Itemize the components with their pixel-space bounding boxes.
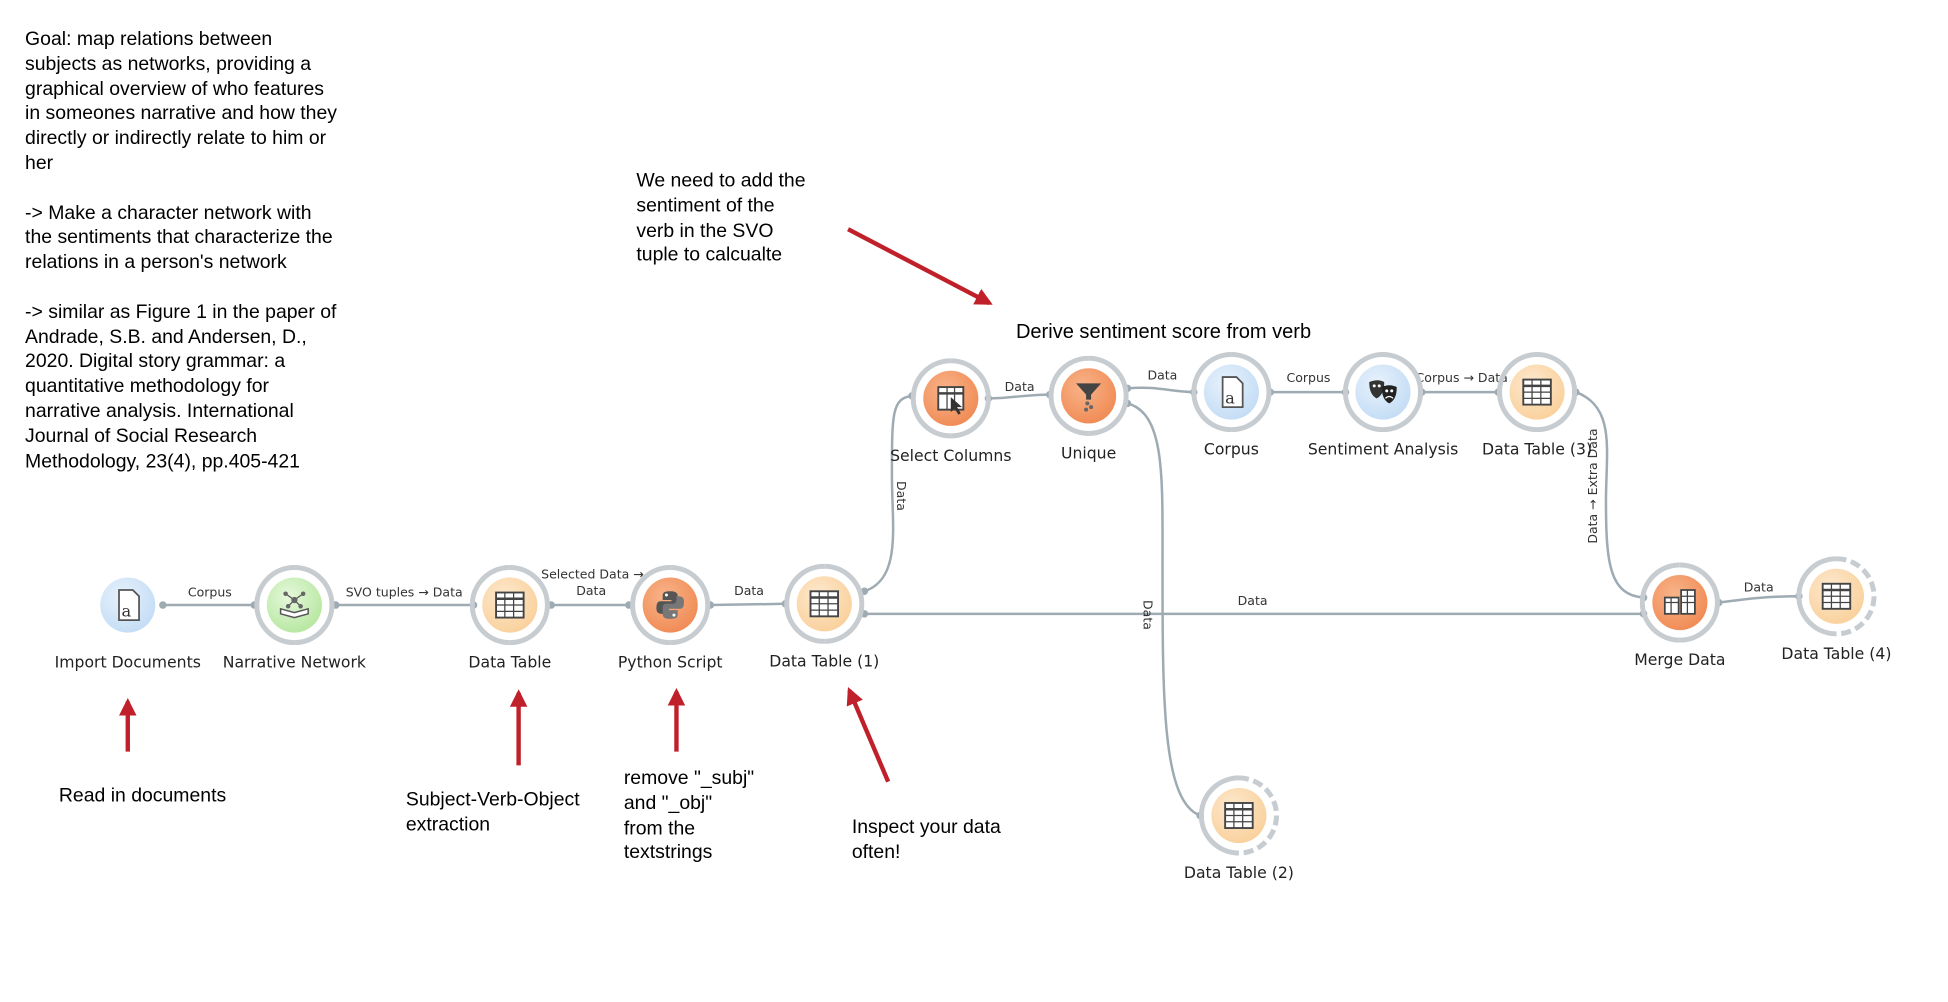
- link-selectcolumns-unique[interactable]: [988, 393, 1050, 400]
- theater-masks-icon: [1355, 364, 1411, 420]
- widget-label: Select Columns: [890, 445, 1012, 465]
- sentiment-need-note: We need to add the sentiment of the verb…: [636, 170, 806, 267]
- link-unique-corpus[interactable]: [1127, 386, 1194, 394]
- widget-data-table-2[interactable]: Data Table (2): [1164, 775, 1314, 882]
- table-icon: [1509, 364, 1565, 420]
- widget-data-table-3[interactable]: Data Table (3): [1462, 352, 1612, 458]
- widget-label: Narrative Network: [222, 652, 367, 672]
- table-icon: [1211, 787, 1267, 844]
- widget-unique[interactable]: Unique: [1013, 355, 1163, 463]
- widget-label: Sentiment Analysis: [1307, 439, 1459, 459]
- link-label-data-1: Data: [576, 583, 606, 598]
- arrow-sentiment: [847, 227, 993, 306]
- widget-label: Unique: [1060, 443, 1117, 463]
- link-label-data-unique-dt2: Data: [1141, 600, 1156, 630]
- link-datatable3-merge[interactable]: [1575, 390, 1644, 599]
- link-python-datatable1[interactable]: [710, 602, 786, 607]
- svg-text:a: a: [122, 601, 132, 620]
- widget-python-script[interactable]: Python Script: [595, 564, 745, 672]
- link-unique-datatable2[interactable]: [1127, 402, 1201, 817]
- document-icon: a: [1203, 364, 1259, 420]
- widget-merge-data[interactable]: Merge Data: [1605, 562, 1755, 669]
- derive-sentiment-title: Derive sentiment score from verb: [1015, 321, 1312, 344]
- document-icon: a: [100, 577, 156, 633]
- link-label-data-extra: Data → Extra Data: [1585, 428, 1600, 543]
- svg-text:a: a: [1225, 388, 1235, 407]
- widget-corpus[interactable]: a Corpus: [1156, 352, 1306, 458]
- network-book-icon: [266, 577, 322, 633]
- table-icon: [796, 576, 852, 632]
- funnel-icon: [1061, 368, 1117, 424]
- remove-suffix-note: remove "_subj" and "_obj" from the texts…: [623, 767, 755, 864]
- widget-label: Import Documents: [54, 652, 201, 672]
- link-label-data-2: Data: [734, 583, 764, 598]
- link-label-svo-data: SVO tuples → Data: [346, 584, 463, 599]
- select-columns-icon: [923, 370, 979, 426]
- table-icon: [1808, 568, 1865, 624]
- widget-label: Data Table (3): [1482, 439, 1593, 459]
- table-icon: [482, 577, 538, 633]
- goal-note: Goal: map relations between subjects as …: [25, 28, 337, 472]
- link-label-data-main: Data: [1238, 593, 1268, 608]
- svo-extraction-note: Subject-Verb-Object extraction: [405, 789, 580, 836]
- widget-import-documents[interactable]: a Import Documents: [53, 565, 203, 671]
- widget-label: Merge Data: [1634, 650, 1726, 669]
- link-label-corpus-2: Corpus: [1287, 370, 1331, 385]
- widget-label: Corpus: [1203, 439, 1259, 459]
- widget-data-table-1[interactable]: Data Table (1): [749, 563, 899, 671]
- link-merge-datatable4[interactable]: [1718, 595, 1799, 604]
- inspect-data-note: Inspect your data often!: [851, 816, 1001, 863]
- widget-data-table[interactable]: Data Table: [435, 564, 585, 672]
- widget-narrative-network[interactable]: Narrative Network: [219, 564, 369, 672]
- widget-data-table-4[interactable]: Data Table (4): [1761, 556, 1911, 663]
- read-documents-note: Read in documents: [58, 785, 227, 807]
- link-label-corpus-data: Corpus → Data: [1416, 370, 1508, 385]
- widget-sentiment-analysis[interactable]: Sentiment Analysis: [1308, 352, 1458, 458]
- python-icon: [642, 577, 698, 633]
- widget-label: Data Table (2): [1183, 863, 1294, 882]
- widget-select-columns[interactable]: Select Columns: [876, 358, 1026, 465]
- link-label-selected-data: Selected Data →: [541, 567, 644, 582]
- widget-label: Data Table (4): [1781, 643, 1892, 663]
- widget-label: Data Table (1): [769, 651, 880, 671]
- link-label-data-unique-corpus: Data: [1147, 368, 1177, 383]
- link-label-corpus-1: Corpus: [188, 584, 232, 599]
- widget-label: Python Script: [617, 652, 723, 672]
- link-label-data-sc-unique: Data: [1005, 379, 1035, 394]
- merge-icon: [1652, 574, 1708, 631]
- link-datatable1-selectcolumns[interactable]: [863, 394, 913, 593]
- arrow-inspect: [846, 687, 891, 783]
- link-label-data-merge: Data: [1744, 579, 1774, 594]
- widget-label: Data Table: [468, 652, 552, 672]
- link-label-data-sc: Data: [894, 481, 909, 511]
